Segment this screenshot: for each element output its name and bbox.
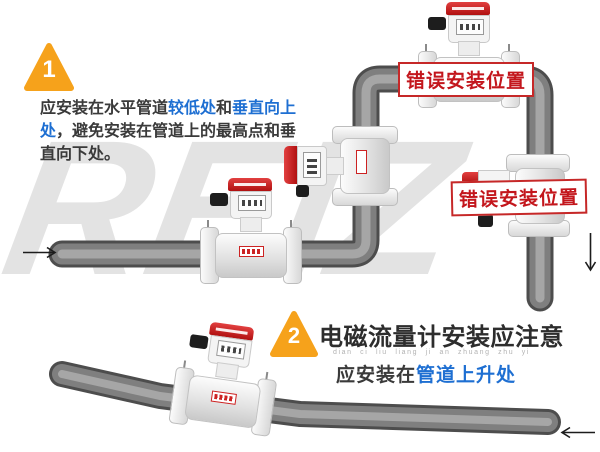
step-2-pinyin: dian ci liu liang ji an zhuang zhu yi [333, 349, 531, 356]
highlight-low-point: 较低处 [168, 100, 217, 117]
meter-neck [324, 157, 344, 175]
flow-arrow-left-icon [560, 426, 595, 439]
flow-arrow-right-icon [23, 246, 57, 259]
highlight-rising-section: 管道上升处 [416, 365, 517, 386]
instruction-text: 应安装在 [336, 365, 417, 386]
nameplate [239, 246, 264, 257]
step-number: 1 [42, 56, 56, 83]
meter-neck [215, 361, 240, 380]
wrong-position-label-right: 错误安装位置 [450, 178, 588, 217]
flange-bolt [425, 44, 427, 52]
flowmeter-incline-correct [168, 318, 282, 437]
meter-display [456, 19, 484, 35]
pipe-upper-run [48, 65, 554, 312]
flange-bolt [290, 220, 292, 228]
wrong-position-label-top: 错误安装位置 [398, 62, 535, 97]
meter-neck [240, 217, 262, 232]
flange-bolt [508, 44, 510, 52]
cable-gland [189, 334, 209, 350]
step-2-badge: 2 [269, 310, 319, 358]
instruction-text: 和 [216, 100, 233, 117]
meter-display [238, 195, 266, 211]
step-number: 2 [287, 323, 301, 348]
step-2-title: 电磁流量计安装应注意 [319, 324, 564, 351]
transmitter-cap [446, 2, 490, 15]
cable-gland [210, 193, 228, 206]
flange-bolt [207, 220, 209, 228]
flow-arrow-down-icon [584, 233, 597, 272]
warning-triangle-icon [270, 311, 318, 357]
flowmeter-horizontal-correct [200, 178, 302, 284]
step-1-badge: 1 [23, 42, 75, 92]
instruction-text: 应安装在水平管道 [40, 100, 169, 117]
step-1-instructions: 应安装在水平管道较低处和垂直向上处，避免安装在管道上的最高点和垂直向下处。 [40, 97, 300, 166]
highlight-vertical-up: 垂直向上处 [40, 100, 297, 140]
transmitter-cap [228, 178, 272, 191]
meter-display [303, 152, 321, 178]
warning-triangle-icon [24, 43, 74, 91]
nameplate [356, 150, 367, 174]
cable-gland [478, 214, 493, 227]
step-2-instruction: 应安装在管道上升处 [336, 360, 516, 387]
transmitter-cap [284, 146, 297, 184]
instruction-text: ，避免安装在管道上的最高点和垂直向下处。 [40, 123, 297, 163]
meter-neck [458, 41, 480, 56]
cable-gland [296, 185, 309, 197]
cable-gland [428, 17, 446, 30]
